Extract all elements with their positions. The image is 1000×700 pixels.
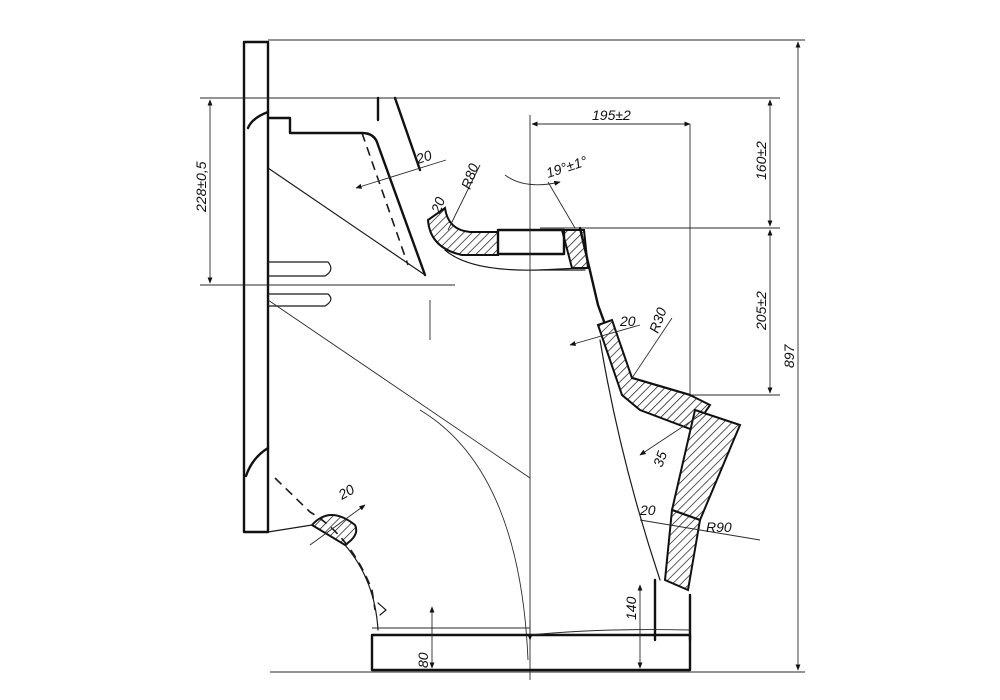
dimension-lines <box>207 41 801 671</box>
dim-20-top: 20 <box>413 147 434 167</box>
diagonal-lines <box>267 299 531 661</box>
dim-20-upper-small: 20 <box>427 195 448 216</box>
dim-160: 160±2 <box>753 141 769 180</box>
dimension-labels: 195±2 160±2 205±2 897 228±0,5 19°±1° 20 … <box>193 107 797 668</box>
dim-r90: R90 <box>706 519 732 535</box>
upper-section <box>426 206 590 271</box>
left-flange <box>242 40 270 534</box>
dim-35: 35 <box>650 449 670 469</box>
dim-r80: R80 <box>458 161 482 191</box>
upper-body <box>266 96 431 340</box>
dim-r30: R30 <box>646 305 670 335</box>
lower-body <box>267 477 387 631</box>
dim-80: 80 <box>415 652 431 668</box>
dim-897: 897 <box>781 343 797 368</box>
dim-228: 228±0,5 <box>193 161 209 213</box>
right-body <box>578 226 742 642</box>
dim-angle: 19°±1° <box>544 152 589 180</box>
dim-140: 140 <box>623 596 639 620</box>
dim-20-right: 20 <box>619 313 636 329</box>
dim-20-left: 20 <box>335 481 358 503</box>
dim-205: 205±2 <box>753 291 769 331</box>
frame-lines <box>200 39 805 673</box>
dim-20-lower-right: 20 <box>639 502 656 518</box>
dim-195: 195±2 <box>592 107 631 123</box>
